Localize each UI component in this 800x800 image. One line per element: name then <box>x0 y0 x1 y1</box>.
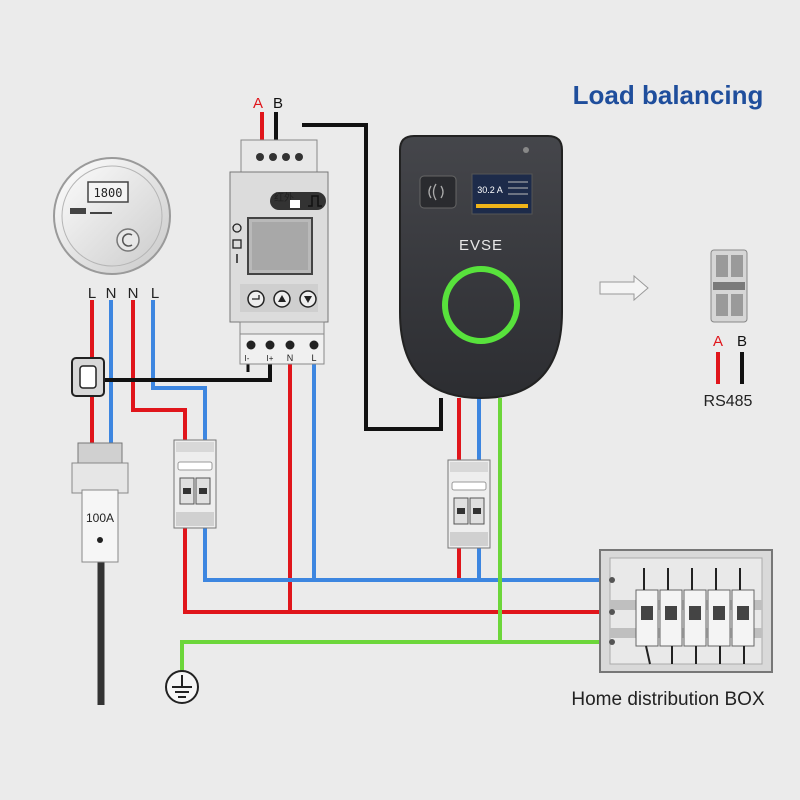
rs485-terminal-a-label: A <box>253 95 263 112</box>
round-meter-label-n-out: N <box>128 285 139 302</box>
evse-charger: 30.2 A EVSE <box>399 135 563 400</box>
round-meter: 1800 <box>53 157 171 275</box>
energy-meter-term-i-minus: I- <box>245 354 250 363</box>
round-meter-knob-icon <box>116 228 140 252</box>
current-transformer-clamp <box>71 357 105 397</box>
distribution-box-label: Home distribution BOX <box>571 689 765 710</box>
rfid-icon <box>419 175 457 209</box>
evse-screen-value: 30.2 A <box>477 185 503 195</box>
round-meter-label-l-in: L <box>88 285 96 302</box>
terminal-block-icon <box>710 249 748 323</box>
energy-meter: 红外 I- I+ N L <box>229 139 329 365</box>
round-meter-label-n-in: N <box>106 285 117 302</box>
square-icon <box>232 239 242 249</box>
ground-icon <box>165 670 199 704</box>
rs485-label: RS485 <box>704 393 753 410</box>
wire-live-meter-out <box>131 300 187 442</box>
wire-ground <box>498 398 612 644</box>
wires <box>90 112 612 705</box>
breaker-energy-meter <box>173 439 217 529</box>
rs485-terminal-b-label: B <box>273 95 283 112</box>
distribution-breakers <box>635 568 755 665</box>
main-breaker-label: 100A <box>86 511 114 525</box>
energy-meter-ir-label: 红外 <box>274 191 294 204</box>
wire-ct-signal <box>95 358 272 382</box>
rs485-b-label: B <box>737 333 747 350</box>
page-title: Load balancing <box>573 80 764 110</box>
power-icon <box>232 223 242 233</box>
wire-neutral-breaker-out <box>203 528 612 582</box>
wire-signal-meter-evse <box>302 123 443 431</box>
rs485-a-label: A <box>713 333 723 350</box>
charging-ring-icon <box>442 266 520 344</box>
round-meter-label-l-out: L <box>151 285 159 302</box>
wire-ground-earth <box>180 640 500 680</box>
round-meter-display: 1800 <box>94 186 123 200</box>
energy-meter-term-l: L <box>311 353 316 363</box>
wire-live-breaker-out <box>183 528 612 614</box>
pulse-icon <box>308 195 322 207</box>
energy-meter-term-i-plus: I+ <box>267 354 274 363</box>
breaker-evse <box>447 459 491 549</box>
evse-label: EVSE <box>459 237 503 254</box>
distribution-box <box>599 549 773 673</box>
main-breaker: 100A <box>71 442 129 563</box>
arrow-right-icon <box>599 274 649 302</box>
energy-meter-term-n: N <box>287 353 294 363</box>
wire-neutral-meter-out <box>151 300 207 442</box>
